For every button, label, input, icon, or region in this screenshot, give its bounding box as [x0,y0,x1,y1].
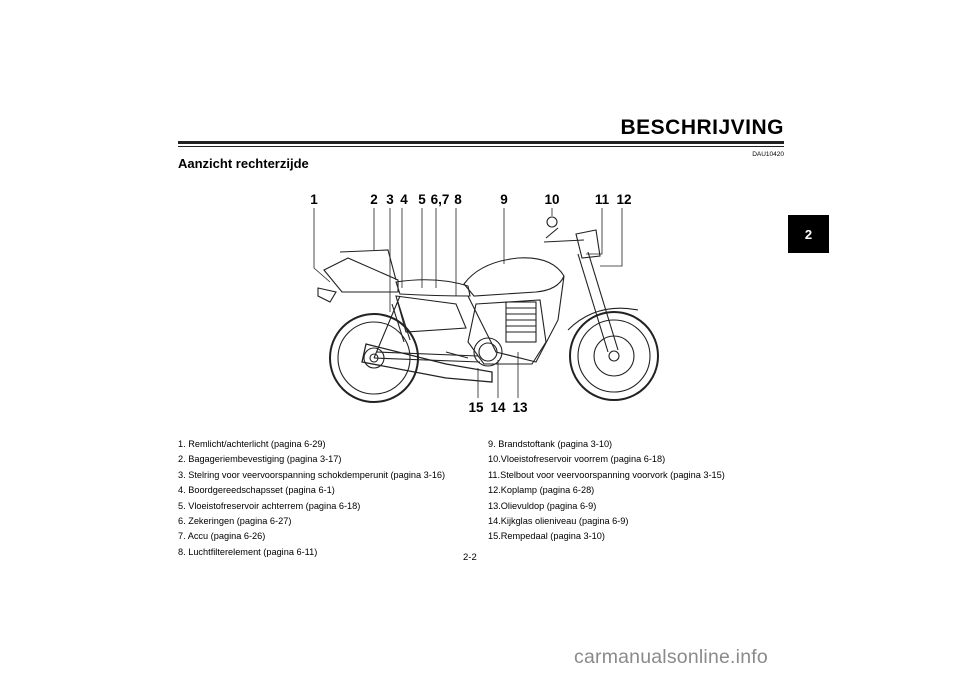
legend-item: 9. Brandstoftank (pagina 3-10) [488,439,613,449]
legend-item: 1. Remlicht/achterlicht (pagina 6-29) [178,439,326,449]
chapter-tab: 2 [788,215,829,253]
page-title: BESCHRIJVING [620,116,784,139]
legend-item: 7. Accu (pagina 6-26) [178,531,266,542]
legend-item: 14.Kijkglas olieniveau (pagina 6-9) [488,516,629,527]
legend-right-column: 9. Brandstoftank (pagina 3-10) 10.Vloeis… [488,437,725,545]
callout-15: 15 [468,400,484,415]
header-rule-thick [178,141,784,144]
motorcycle-drawing [313,208,659,403]
legend-left-column: 1. Remlicht/achterlicht (pagina 6-29) 2.… [178,437,445,560]
callout-14: 14 [490,400,506,415]
legend-item: 8. Luchtfilterelement (pagina 6-11) [178,546,318,557]
callout-10: 10 [544,192,560,207]
legend-item: 5. Vloeistofreservoir achterrem (pagina … [178,500,361,511]
callout-1: 1 [310,192,318,207]
motorcycle-illustration: 1 2 3 4 5 6,7 8 9 10 11 12 15 14 13 [296,192,676,420]
document-code: DAU10420 [752,151,784,158]
callout-12: 12 [616,192,632,207]
callout-8: 8 [454,192,462,207]
header-rule-thin [178,146,784,147]
callout-9: 9 [500,192,508,207]
legend-item: 2. Bagageriembevestiging (pagina 3-17) [178,454,342,465]
legend-item: 4. Boordgereedschapsset (pagina 6-1) [178,485,335,496]
callout-6-7: 6,7 [430,192,450,207]
legend-item: 11.Stelbout voor veervoorspanning voorvo… [488,469,725,480]
callout-4: 4 [400,192,408,207]
callout-3: 3 [386,192,394,207]
legend-item: 15.Rempedaal (pagina 3-10) [488,531,605,542]
legend-item: 10.Vloeistofreservoir voorrem (pagina 6-… [488,454,666,465]
legend-item: 3. Stelring voor veervoorspanning schokd… [178,469,446,480]
callout-13: 13 [512,400,528,415]
callout-2: 2 [370,192,378,207]
section-title: Aanzicht rechterzijde [178,156,309,171]
callout-11: 11 [594,192,610,207]
watermark: carmanualsonline.info [574,646,768,668]
page-number: 2-2 [463,552,477,563]
legend-item: 13.Olievuldop (pagina 6-9) [488,500,597,511]
legend-item: 12.Koplamp (pagina 6-28) [488,485,595,496]
callout-5: 5 [418,192,426,207]
legend-item: 6. Zekeringen (pagina 6-27) [178,516,292,527]
